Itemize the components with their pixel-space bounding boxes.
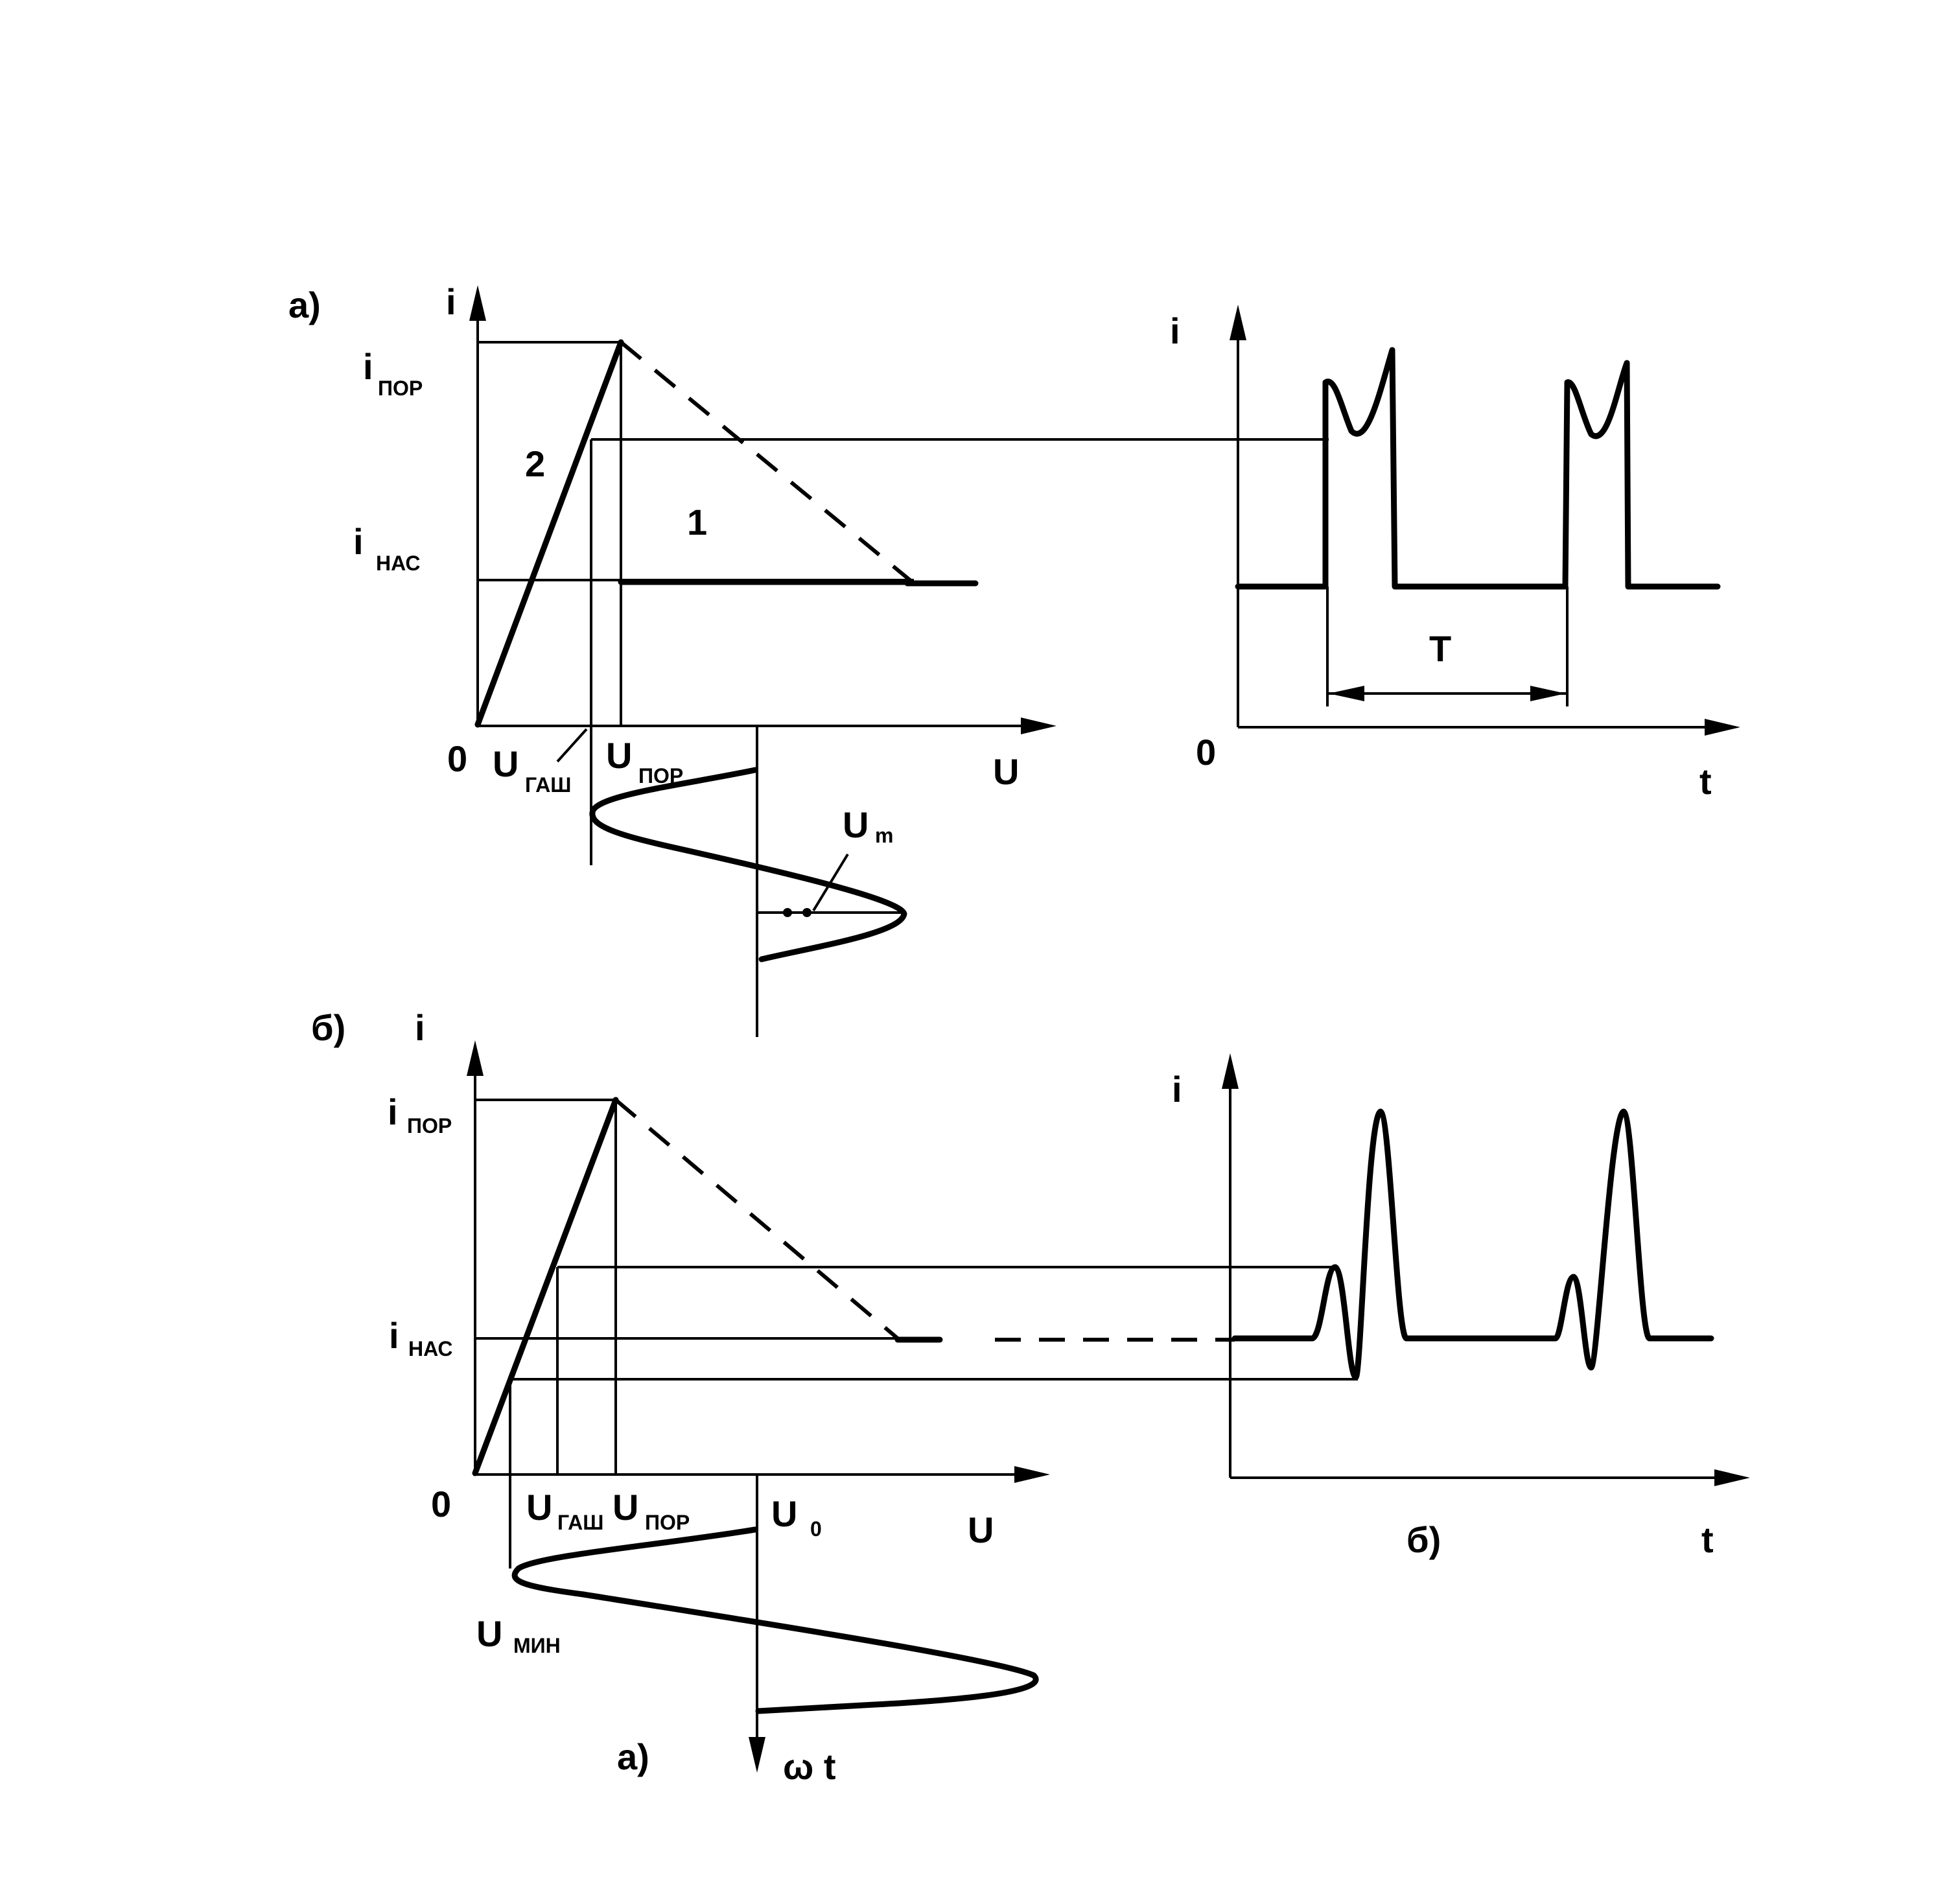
omega-t-label: ω t xyxy=(783,1746,836,1787)
panel-a-origin: 0 xyxy=(447,738,467,779)
panel-a-i-nas-sub: НАС xyxy=(376,552,421,575)
panel-b-current-waveform: i б) t xyxy=(1172,1053,1750,1560)
curve-2-rise xyxy=(474,339,624,728)
u-gash-pointer xyxy=(556,728,588,763)
panel-b-voltage-sinusoid xyxy=(511,1526,1039,1714)
panel-a-i-por-label: i xyxy=(363,346,373,387)
panel-a-right-origin: 0 xyxy=(1196,732,1216,773)
panel-a-u-axis-arrow xyxy=(1021,717,1056,734)
panel-a-right-i-axis-arrow xyxy=(1230,305,1246,340)
panel-b-right-t-axis-arrow xyxy=(1714,1469,1750,1486)
curve-1-label: 1 xyxy=(687,502,707,542)
panel-b-time-axis-arrow xyxy=(749,1737,765,1773)
bottom-a-label: а) xyxy=(617,1736,649,1777)
panel-b-label: б) xyxy=(311,1007,345,1048)
panel-b-right-label: б) xyxy=(1406,1519,1441,1560)
panel-b-i-nas-label: i xyxy=(389,1315,399,1356)
panel-a-current-pulses xyxy=(1235,347,1721,590)
panel-b-right-t-label: t xyxy=(1701,1519,1714,1560)
period-arrow-left xyxy=(1329,686,1364,701)
panel-a-i-nas-label: i xyxy=(353,521,364,562)
panel-a-u-gash-label: U xyxy=(493,743,519,784)
panel-b-rising-branch xyxy=(472,1097,619,1476)
panel-b-u0-sub: 0 xyxy=(810,1517,822,1541)
panel-a-voltage-sinusoid xyxy=(589,767,907,962)
u-min-label: U xyxy=(476,1613,502,1654)
panel-b-right-i-label: i xyxy=(1172,1069,1182,1110)
panel-b-u-gash-sub: ГАШ xyxy=(557,1511,603,1534)
panel-b-current-pulses xyxy=(1231,1108,1714,1381)
dashed-negative-branch xyxy=(620,340,915,585)
panel-a-right-t-axis-arrow xyxy=(1705,719,1740,736)
u-m-dot-1 xyxy=(783,908,792,917)
u-min-sub: МИН xyxy=(513,1634,561,1657)
panel-a-i-por-sub: ПОР xyxy=(378,377,423,400)
panel-b-iv-characteristic: б) i i ПОР i НАС 0 U ГАШ U ПОР U 0 U U М… xyxy=(311,1007,1358,1787)
panel-a-iv-characteristic: а) i i ПОР i НАС 2 1 0 U ГАШ U ПОР U U m xyxy=(288,281,1329,1037)
panel-a-u-gash-sub: ГАШ xyxy=(525,773,571,797)
u-m-label: U xyxy=(843,804,869,845)
panel-b-u-por-sub: ПОР xyxy=(645,1511,690,1534)
period-arrow-right xyxy=(1530,686,1566,701)
panel-b-origin: 0 xyxy=(431,1484,451,1524)
panel-a-u-axis-label: U xyxy=(993,751,1019,792)
panel-a-i-axis-arrow xyxy=(469,285,486,321)
u-m-pointer xyxy=(812,853,849,912)
panel-a-label: а) xyxy=(288,285,321,325)
panel-a-u-por-sub: ПОР xyxy=(638,764,683,787)
panel-b-i-nas-sub: НАС xyxy=(408,1337,453,1360)
u-m-sub: m xyxy=(875,824,893,847)
panel-b-i-axis-arrow xyxy=(467,1040,484,1076)
panel-a-u-por-label: U xyxy=(606,735,632,776)
panel-b-u0-label: U xyxy=(771,1493,797,1534)
panel-b-right-i-axis-arrow xyxy=(1222,1053,1239,1089)
period-label: T xyxy=(1429,628,1451,669)
panel-b-i-por-sub: ПОР xyxy=(407,1114,452,1137)
u-m-dot-2 xyxy=(802,908,811,917)
panel-a-i-axis-label: i xyxy=(446,281,456,322)
panel-a-current-waveform: i T 0 t xyxy=(1170,305,1740,802)
panel-b-i-por-label: i xyxy=(388,1091,398,1132)
panel-a-right-i-label: i xyxy=(1170,310,1180,351)
panel-b-dashed-negative-branch xyxy=(614,1098,899,1340)
panel-b-u-por-label: U xyxy=(612,1487,638,1528)
panel-b-u-axis-arrow xyxy=(1014,1466,1050,1483)
panel-a-right-t-label: t xyxy=(1699,761,1712,802)
curve-2-label: 2 xyxy=(525,443,545,484)
panel-b-i-axis-label: i xyxy=(415,1007,425,1048)
panel-b-u-gash-label: U xyxy=(526,1487,552,1528)
panel-b-u-axis-label: U xyxy=(968,1509,994,1550)
